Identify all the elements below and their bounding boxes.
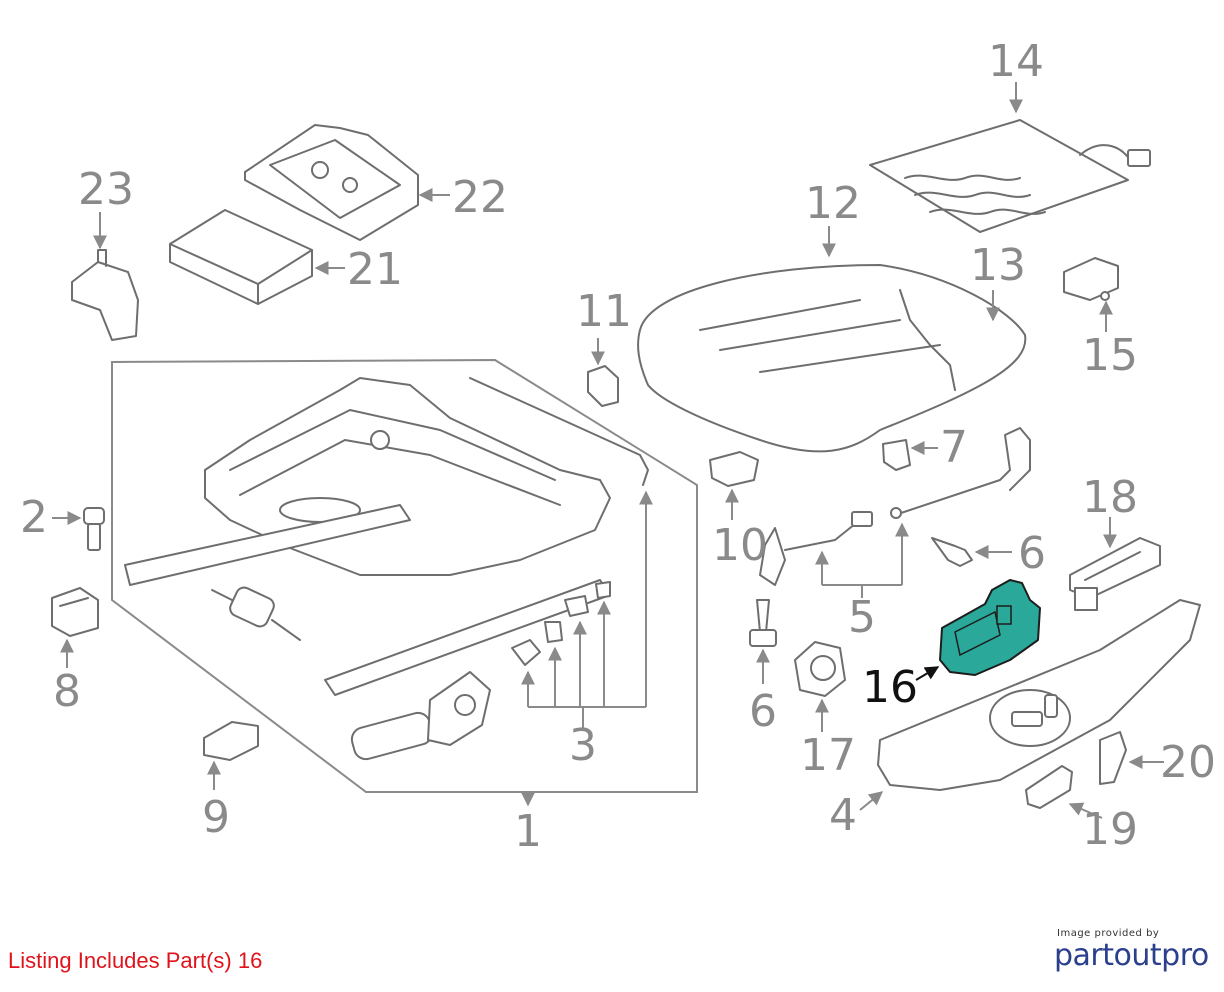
callout-6-upper: 6 bbox=[1018, 528, 1046, 579]
harness-5[interactable] bbox=[759, 427, 1031, 586]
listing-includes-text: Listing Includes Part(s) 16 bbox=[8, 948, 263, 973]
seat-heater-pad[interactable] bbox=[869, 119, 1151, 233]
callout-21: 21 bbox=[347, 244, 403, 295]
control-module[interactable] bbox=[169, 209, 313, 305]
callout-15: 15 bbox=[1082, 330, 1138, 381]
clip-11[interactable] bbox=[587, 365, 619, 407]
screw-6-upper[interactable] bbox=[931, 537, 973, 567]
callout-10: 10 bbox=[712, 520, 768, 571]
callout-5: 5 bbox=[848, 592, 876, 643]
callout-9: 9 bbox=[202, 792, 230, 843]
partoutpro-logo: partoutpro bbox=[1054, 938, 1209, 973]
seat-frame[interactable] bbox=[124, 377, 649, 696]
callout-16: 16 bbox=[862, 662, 918, 713]
clip-8[interactable] bbox=[51, 587, 99, 637]
callout-23: 23 bbox=[78, 164, 134, 215]
callout-20: 20 bbox=[1160, 737, 1216, 788]
seat-switch-highlighted[interactable] bbox=[939, 579, 1041, 676]
seat-cushion[interactable] bbox=[637, 264, 1027, 453]
callout-19: 19 bbox=[1082, 804, 1138, 855]
callout-1: 1 bbox=[514, 806, 542, 857]
knob-19[interactable] bbox=[1025, 765, 1073, 809]
clip-7[interactable] bbox=[882, 439, 911, 471]
push-pin-group[interactable] bbox=[511, 581, 611, 666]
sensor-15[interactable] bbox=[1063, 257, 1119, 301]
callout-22: 22 bbox=[452, 172, 508, 223]
clip-10[interactable] bbox=[709, 451, 759, 487]
callout-14: 14 bbox=[988, 36, 1044, 87]
screw-6-lower[interactable] bbox=[749, 599, 777, 647]
callout-2: 2 bbox=[20, 492, 48, 543]
switch-18[interactable] bbox=[1069, 537, 1161, 611]
motor-gear[interactable] bbox=[349, 671, 491, 762]
connector-17[interactable] bbox=[794, 641, 846, 697]
bracket-23[interactable] bbox=[71, 249, 139, 341]
callout-13: 13 bbox=[970, 240, 1026, 291]
lever-20[interactable] bbox=[1099, 731, 1127, 785]
bolt[interactable] bbox=[83, 507, 105, 551]
callout-8: 8 bbox=[53, 666, 81, 717]
callout-6-lower: 6 bbox=[749, 686, 777, 737]
callout-4: 4 bbox=[829, 790, 857, 841]
adjuster-plate[interactable] bbox=[244, 124, 419, 241]
callout-11: 11 bbox=[576, 286, 632, 337]
callout-18: 18 bbox=[1082, 472, 1138, 523]
motor-small[interactable] bbox=[211, 585, 301, 641]
callout-3: 3 bbox=[569, 720, 597, 771]
seat-frame-boundary bbox=[111, 358, 698, 793]
clip-9[interactable] bbox=[203, 721, 259, 761]
image-provided-by-text: Image provided by bbox=[1057, 928, 1160, 939]
callout-7: 7 bbox=[940, 422, 968, 473]
callout-17: 17 bbox=[800, 730, 856, 781]
callout-12: 12 bbox=[805, 178, 861, 229]
side-shield[interactable] bbox=[877, 599, 1201, 791]
